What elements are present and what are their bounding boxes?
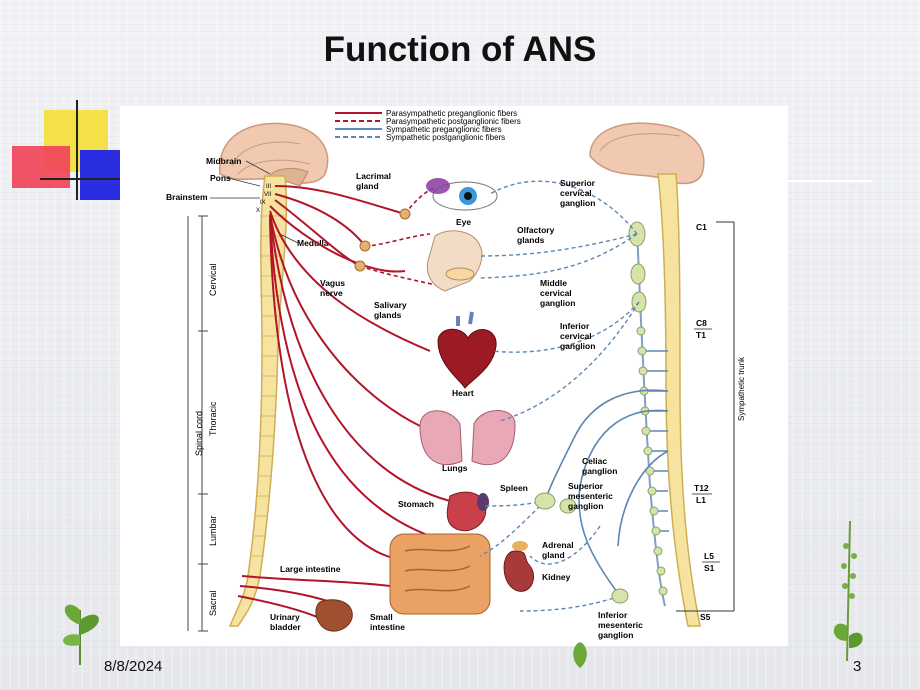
label-lumbar: Lumbar: [208, 515, 218, 546]
label-eye: Eye: [456, 217, 471, 227]
leaf-decor-left: [63, 604, 99, 665]
label-cervical: Cervical: [208, 263, 218, 296]
heart-icon: [437, 311, 497, 389]
ganglion-dots: [354, 208, 411, 272]
leaf-decor-bottom: [573, 642, 587, 668]
sympathetic-fibers: [544, 389, 669, 597]
eye-icon: [426, 178, 498, 211]
label-kidney: Kidney: [542, 572, 571, 582]
label-l5: L5: [704, 551, 714, 561]
decor-blue-square: [80, 150, 120, 200]
label-t12: T12: [694, 483, 709, 493]
ans-diagram: Parasympathetic preganglionic fibers Par…: [120, 106, 788, 646]
label-s1: S1: [704, 563, 715, 573]
label-sacral: Sacral: [208, 590, 218, 616]
label-heart: Heart: [452, 388, 474, 398]
sympathetic-post-fibers: [479, 180, 640, 612]
stomach-icon: [446, 491, 489, 532]
right-brain: [589, 122, 705, 185]
decor-red-square: [12, 146, 70, 188]
slide-title: Function of ANS: [323, 30, 597, 69]
legend-item: Sympathetic postganglionic fibers: [386, 133, 505, 142]
legend-item: Parasympathetic preganglionic fibers: [386, 109, 517, 118]
prevertebral-ganglia: [534, 492, 629, 604]
label-l1: L1: [696, 495, 706, 505]
decor-vline: [76, 100, 78, 200]
kidney-icon: [503, 541, 534, 592]
label-stomach: Stomach: [398, 499, 434, 509]
label-sympathetic-trunk: Sympathetic trunk: [737, 356, 746, 421]
decor-hline-dark: [40, 178, 122, 180]
legend-item: Parasympathetic postganglionic fibers: [386, 117, 521, 126]
left-brain: [219, 122, 329, 187]
sympathetic-chain: [628, 221, 669, 607]
label-spinal-cord: Spinal cord: [194, 411, 204, 456]
face-icon: [426, 230, 483, 292]
label-pons: Pons: [210, 173, 231, 183]
region-brackets: [187, 215, 208, 632]
large-intestine-icon: [389, 533, 491, 615]
right-spinal-cord: [657, 173, 701, 627]
label-medulla: Medulla: [297, 238, 329, 248]
label-cn-ix: IX: [260, 200, 266, 206]
label-thoracic: Thoracic: [208, 401, 218, 436]
label-cn-vii: VII: [264, 192, 272, 198]
label-cn-x: X: [256, 208, 260, 214]
label-spleen: Spleen: [500, 483, 528, 493]
parasympathetic-fibers: [237, 185, 451, 627]
label-cn-iii: III: [266, 184, 271, 190]
slide-number: 3: [853, 658, 862, 675]
label-brainstem: Brainstem: [166, 192, 208, 202]
legend-item: Sympathetic preganglionic fibers: [386, 125, 502, 134]
legend: Parasympathetic preganglionic fibers Par…: [335, 109, 521, 142]
label-t1: T1: [696, 330, 706, 340]
trunk-bracket: [676, 221, 735, 612]
bladder-icon: [315, 599, 353, 632]
slide-date: 8/8/2024: [104, 658, 163, 675]
label-midbrain: Midbrain: [206, 156, 241, 166]
label-c8: C8: [696, 318, 707, 328]
lungs-icon: [419, 410, 516, 466]
label-large-intestine: Large intestine: [280, 564, 341, 574]
label-lungs: Lungs: [442, 463, 468, 473]
label-c1: C1: [696, 222, 707, 232]
leaf-decor-right: [833, 520, 863, 662]
label-s5: S5: [700, 612, 711, 622]
left-spinal-cord: [228, 175, 288, 627]
